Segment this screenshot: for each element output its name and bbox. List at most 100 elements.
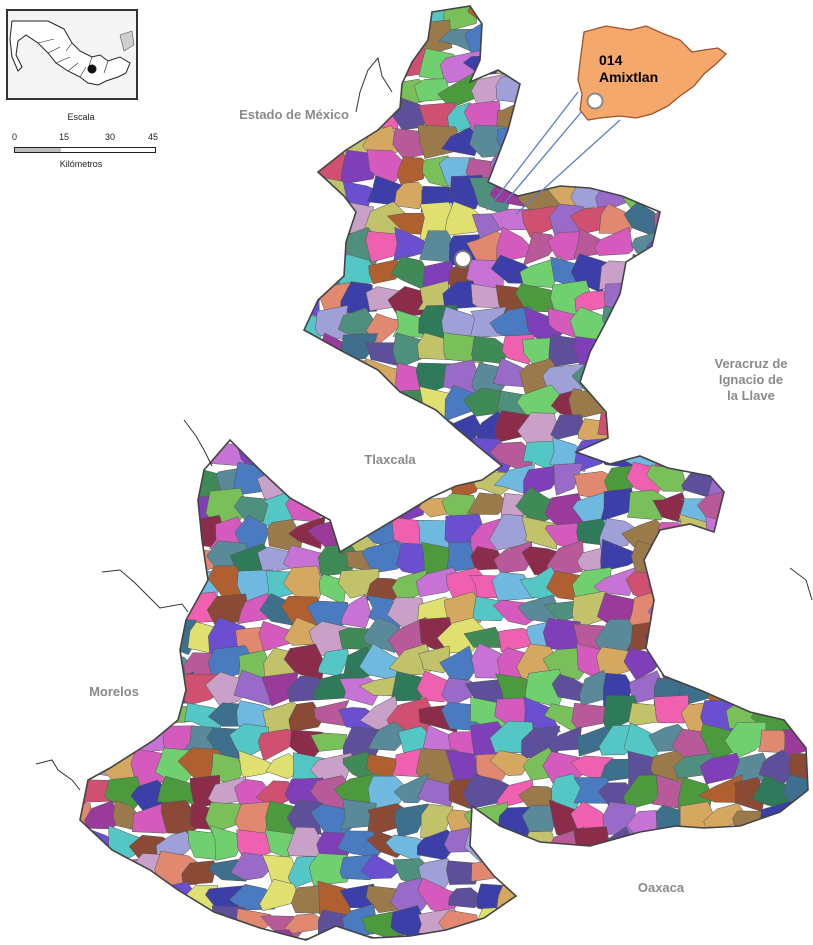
scale-tick: 0 bbox=[12, 132, 18, 142]
municipality-polygon bbox=[289, 419, 326, 445]
municipality-polygon bbox=[80, 879, 88, 912]
municipality-polygon bbox=[182, 56, 226, 86]
municipality-polygon bbox=[676, 414, 720, 442]
municipality-polygon bbox=[781, 53, 808, 84]
municipality-polygon bbox=[128, 252, 171, 287]
municipality-polygon bbox=[733, 879, 775, 914]
amixtlan-callout-marker bbox=[586, 92, 604, 110]
municipality-polygon bbox=[681, 231, 721, 256]
municipality-polygon bbox=[158, 361, 196, 390]
municipality-polygon bbox=[283, 913, 330, 934]
scale-unit: Kilómetros bbox=[59, 159, 103, 169]
municipality-polygon bbox=[570, 122, 613, 154]
municipality-polygon bbox=[626, 489, 670, 521]
municipality-polygon bbox=[781, 879, 808, 906]
municipality-polygon bbox=[265, 28, 297, 54]
municipality-polygon bbox=[756, 540, 801, 574]
municipality-polygon bbox=[179, 331, 221, 371]
municipality-polygon bbox=[682, 903, 716, 939]
municipality-polygon bbox=[157, 260, 196, 287]
municipality-polygon bbox=[99, 287, 145, 318]
municipality-polygon bbox=[208, 310, 245, 342]
municipality-polygon bbox=[755, 440, 798, 475]
municipality-polygon bbox=[333, 52, 383, 74]
municipality-polygon bbox=[158, 131, 203, 157]
municipality-polygon bbox=[467, 937, 515, 940]
municipality-polygon bbox=[702, 878, 747, 917]
municipality-polygon bbox=[760, 800, 799, 827]
municipality-polygon bbox=[651, 153, 693, 185]
municipality-polygon bbox=[125, 234, 170, 260]
municipality-polygon bbox=[464, 22, 509, 57]
state-label-morelos: Morelos bbox=[89, 684, 139, 699]
municipality-polygon bbox=[100, 179, 146, 212]
municipality-polygon bbox=[516, 20, 566, 56]
municipality-polygon bbox=[594, 936, 641, 940]
municipality-polygon bbox=[597, 411, 635, 437]
municipality-polygon bbox=[100, 524, 145, 553]
municipality-polygon bbox=[518, 886, 566, 916]
municipality-polygon bbox=[266, 253, 297, 293]
municipality-polygon bbox=[781, 854, 808, 884]
municipality-polygon bbox=[255, 780, 295, 808]
municipality-polygon bbox=[209, 20, 254, 50]
river-west-upper bbox=[183, 419, 213, 467]
municipality-polygon bbox=[574, 852, 611, 881]
municipality-polygon bbox=[312, 939, 360, 940]
municipality-polygon bbox=[725, 55, 770, 85]
municipality-polygon bbox=[264, 203, 305, 236]
scale-tick: 15 bbox=[59, 132, 70, 142]
municipality-polygon bbox=[360, 853, 406, 879]
municipality-polygon bbox=[108, 438, 145, 467]
municipality-polygon bbox=[705, 826, 748, 862]
municipality-polygon bbox=[671, 254, 721, 289]
municipality-polygon bbox=[80, 333, 97, 370]
municipality-polygon bbox=[703, 280, 748, 310]
municipality-polygon bbox=[263, 130, 307, 157]
municipality-polygon bbox=[729, 82, 765, 104]
municipality-polygon bbox=[177, 280, 226, 317]
municipality-polygon bbox=[625, 124, 662, 163]
municipality-polygon bbox=[177, 156, 227, 183]
amixtlan-location-marker bbox=[454, 250, 472, 268]
municipality-polygon bbox=[670, 209, 716, 241]
municipality-polygon bbox=[129, 597, 171, 623]
municipality-polygon bbox=[234, 176, 278, 208]
municipality-polygon bbox=[106, 911, 143, 940]
municipality-polygon bbox=[520, 907, 556, 940]
municipality-polygon bbox=[651, 938, 685, 940]
municipality-polygon bbox=[158, 313, 197, 339]
municipality-polygon bbox=[105, 593, 148, 623]
municipality-polygon bbox=[627, 304, 660, 344]
municipality-polygon bbox=[105, 881, 146, 908]
municipality-polygon bbox=[652, 836, 688, 857]
municipality-polygon bbox=[107, 935, 152, 940]
municipality-polygon bbox=[235, 337, 269, 367]
municipality-polygon bbox=[80, 467, 89, 497]
mexico-locator-inset bbox=[6, 9, 138, 100]
municipality-polygon bbox=[756, 462, 795, 499]
municipality-polygon bbox=[259, 878, 300, 912]
municipality-polygon bbox=[653, 694, 689, 724]
municipality-polygon bbox=[707, 914, 743, 938]
municipality-polygon bbox=[368, 259, 400, 285]
municipality-polygon bbox=[677, 154, 714, 185]
municipality-polygon bbox=[786, 128, 808, 157]
municipality-polygon bbox=[288, 150, 323, 184]
municipality-polygon bbox=[783, 834, 808, 864]
municipality-polygon bbox=[184, 128, 221, 161]
municipality-polygon bbox=[99, 646, 145, 678]
municipality-polygon bbox=[758, 621, 795, 656]
municipality-polygon bbox=[758, 877, 793, 907]
municipality-polygon bbox=[161, 97, 199, 132]
municipality-polygon bbox=[213, 408, 246, 442]
municipality-polygon bbox=[449, 936, 487, 940]
municipality-polygon bbox=[443, 826, 482, 853]
municipality-polygon bbox=[337, 6, 378, 22]
municipality-polygon bbox=[679, 649, 722, 676]
municipality-polygon bbox=[177, 260, 226, 287]
municipality-polygon bbox=[676, 621, 714, 656]
municipality-polygon bbox=[521, 929, 564, 940]
municipality-polygon bbox=[154, 182, 199, 212]
